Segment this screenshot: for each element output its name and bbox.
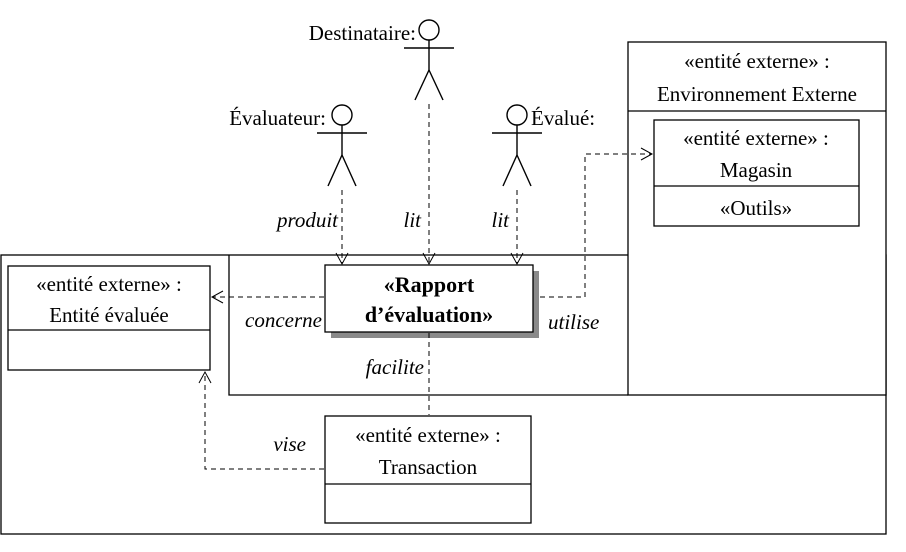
relation-lit-evalue-label: lit [491, 208, 510, 232]
relation-vise-arrowhead [198, 370, 212, 384]
relation-utilise-line [540, 153, 652, 298]
relation-facilite-label: facilite [366, 355, 424, 379]
actor-evalue: Évalué: [492, 104, 595, 187]
relation-produit-label: produit [275, 208, 339, 232]
relation-lit-destinataire: lit [403, 104, 436, 266]
relation-lit-evalue: lit [491, 190, 524, 266]
actor-destinataire-leg-right [428, 69, 444, 101]
magasin-class: «entité externe» : Magasin «Outils» [653, 119, 860, 227]
relation-vise-label: vise [273, 432, 306, 456]
transaction-name: Transaction [379, 455, 478, 479]
relation-produit-arrowhead [335, 252, 349, 266]
entite-evaluee-class: «entité externe» : Entité évaluée [7, 265, 211, 371]
relation-vise-line [204, 372, 324, 470]
rapport-title-line2: d’évaluation» [365, 302, 493, 327]
entite-evaluee-name: Entité évaluée [49, 303, 169, 327]
relation-concerne-label: concerne [245, 308, 322, 332]
entite-evaluee-stereotype: «entité externe» : [36, 272, 182, 296]
actor-destinataire-label: Destinataire: [309, 21, 416, 45]
magasin-box [653, 119, 860, 227]
relation-utilise: utilise [540, 147, 654, 334]
magasin-name: Magasin [720, 158, 793, 182]
rapport-box [324, 264, 534, 333]
actor-evalue-leg-right [516, 154, 532, 187]
actor-evaluateur: Évaluateur: [229, 104, 367, 187]
environment-boundary-line [228, 255, 628, 396]
relation-vise: vise [198, 370, 324, 470]
magasin-stereotype: «entité externe» : [683, 126, 829, 150]
actor-evalue-head [506, 104, 528, 126]
rapport-class: «Rapport d’évaluation» [324, 264, 539, 338]
actor-destinataire-leg-left [414, 69, 430, 101]
transaction-class: «entité externe» : Transaction [324, 415, 532, 524]
relation-produit: produit [275, 190, 349, 266]
relation-concerne: concerne [210, 290, 324, 332]
actor-evaluateur-head [331, 104, 353, 126]
actor-evaluateur-label: Évaluateur: [229, 106, 326, 130]
rapport-title-line1: «Rapport [384, 272, 475, 297]
transaction-stereotype: «entité externe» : [355, 423, 501, 447]
relation-lit-destinataire-arrowhead [422, 252, 436, 266]
actor-destinataire-head [418, 19, 440, 41]
relation-utilise-label: utilise [548, 310, 599, 334]
transaction-box [324, 415, 532, 524]
environment-name: Environnement Externe [657, 82, 857, 106]
actor-destinataire: Destinataire: [309, 19, 454, 101]
relation-lit-evalue-arrowhead [510, 252, 524, 266]
magasin-section: «Outils» [720, 196, 792, 220]
relation-utilise-arrowhead [640, 147, 654, 161]
environment-stereotype: «entité externe» : [684, 49, 830, 73]
relation-facilite: facilite [366, 333, 430, 415]
actor-evalue-leg-left [502, 154, 518, 187]
actor-evalue-label: Évalué: [531, 106, 595, 130]
relation-concerne-arrowhead [210, 290, 224, 304]
actor-evaluateur-leg-left [327, 154, 343, 187]
relation-lit-destinataire-label: lit [403, 208, 422, 232]
entite-evaluee-box [7, 265, 211, 371]
actor-evaluateur-leg-right [341, 154, 357, 187]
